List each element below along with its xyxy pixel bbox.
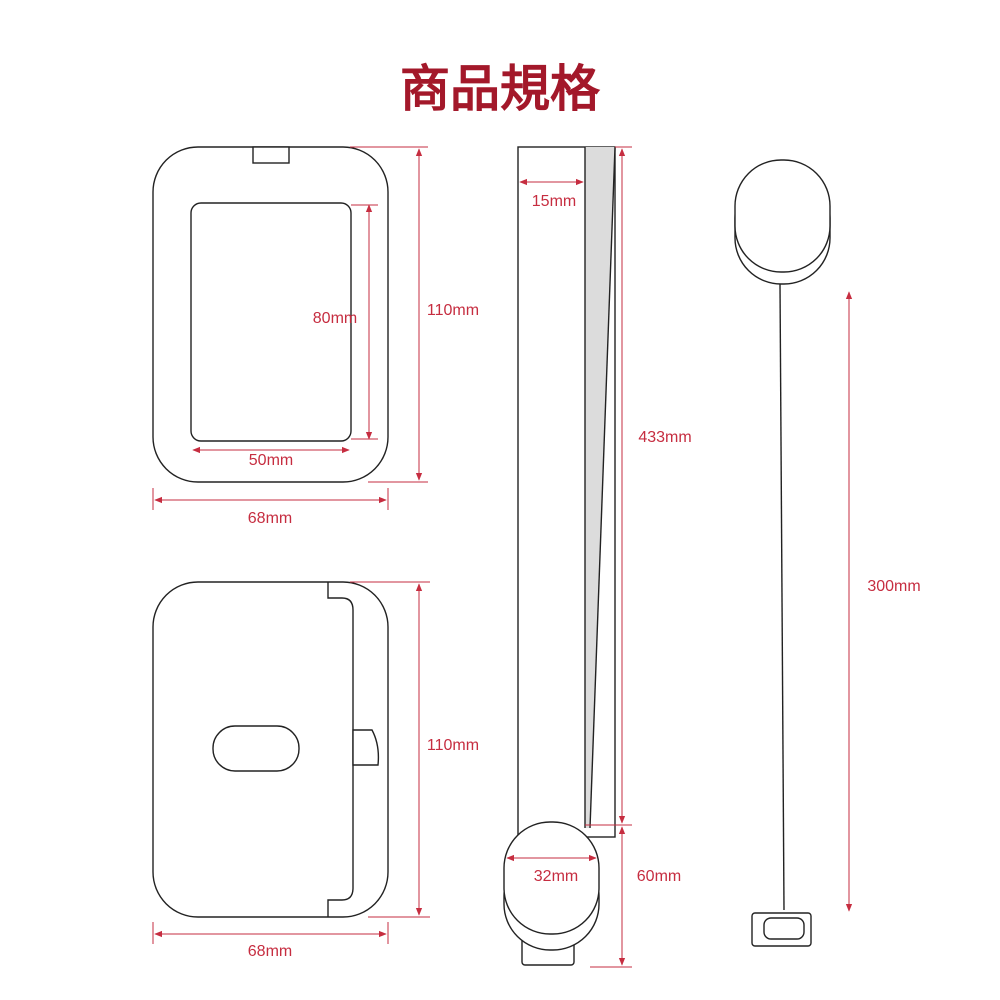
- back-card-holder: [152, 581, 389, 918]
- retractable-cord: [779, 283, 785, 911]
- front-card-holder: [152, 146, 389, 483]
- reel-diameter-label: 32mm: [534, 868, 578, 885]
- page-title: 商品規格: [400, 60, 601, 118]
- back-card-width-label: 68mm: [248, 943, 292, 960]
- back-card-height-label: 110mm: [427, 737, 479, 754]
- retractable-reel: [734, 159, 831, 285]
- badge-reel: [503, 821, 600, 966]
- front-card-height-label: 110mm: [427, 302, 479, 319]
- lanyard-width-label: 15mm: [532, 193, 576, 210]
- cord-length-label: 300mm: [867, 578, 920, 595]
- reel-height-label: 60mm: [637, 868, 681, 885]
- lanyard-strap: [517, 146, 616, 838]
- front-window-height-label: 80mm: [313, 310, 357, 327]
- front-card-width-label: 68mm: [248, 510, 292, 527]
- lanyard-length-label: 433mm: [638, 429, 691, 446]
- front-window-width-label: 50mm: [249, 452, 293, 469]
- cord-end-clip: [751, 912, 812, 947]
